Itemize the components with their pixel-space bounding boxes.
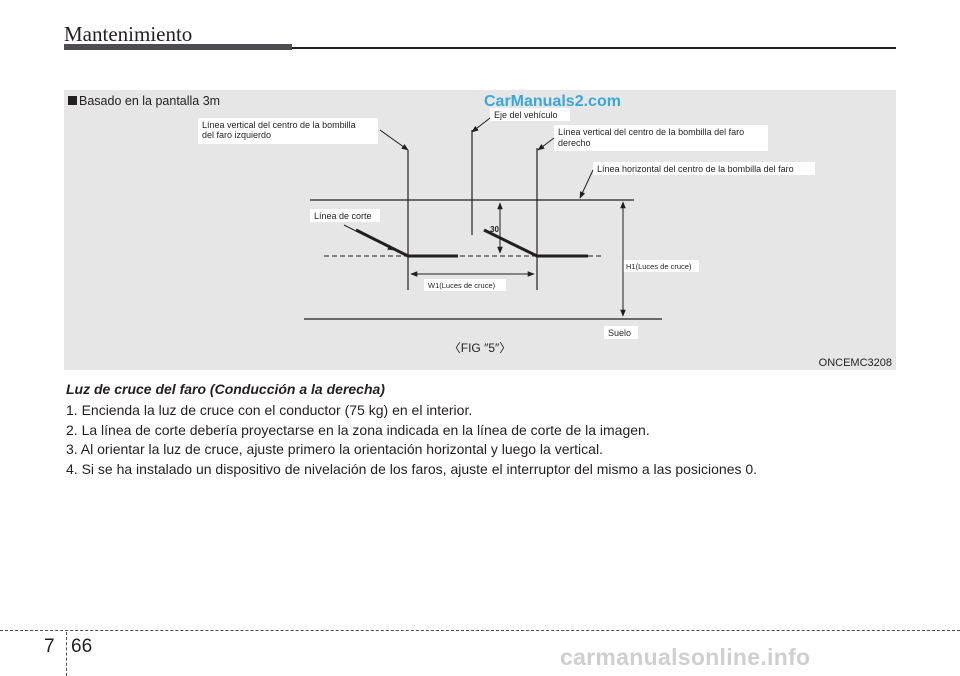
aiming-diagram: ■ Basado en la pantalla 3m CarManuals2.c… xyxy=(68,93,892,369)
leader-left-vertical xyxy=(379,129,409,151)
label-horizontal-center: Línea horizontal del centro de la bombil… xyxy=(597,164,794,174)
page-header-title: Mantenimiento xyxy=(64,22,193,46)
label-cutoff-line: Línea de corte xyxy=(314,211,372,221)
header-rule-thin xyxy=(292,47,896,49)
step-item: 4. Si se ha instalado un dispositivo de … xyxy=(66,460,758,477)
label-right-vertical-line2: derecho xyxy=(558,138,591,148)
label-box-horizontal xyxy=(593,162,815,175)
leader-horizontal xyxy=(579,169,594,199)
leader-vehicle-axis xyxy=(471,117,491,133)
label-right-vertical-line1: Línea vertical del centro de la bombilla… xyxy=(558,127,744,137)
step-item: 2. La línea de corte debería proyectarse… xyxy=(66,421,650,438)
figure-code: ONCEMC3208 xyxy=(819,357,892,369)
label-box-vehicle-axis xyxy=(490,108,570,121)
chapter-number: 7 xyxy=(44,636,55,657)
site-watermark: carmanualsonline.info xyxy=(560,644,811,670)
footer-vertical-divider xyxy=(66,632,67,676)
label-vehicle-axis: Eje del vehículo xyxy=(494,110,558,120)
section-title: Luz de cruce del faro (Conducción a la d… xyxy=(66,381,385,397)
step-item: 1. Encienda la luz de cruce con el condu… xyxy=(66,402,473,418)
note-square-icon xyxy=(68,96,77,105)
label-left-vertical-line1: Línea vertical del centro de la bombilla xyxy=(202,120,356,130)
label-box-right-vertical xyxy=(554,125,768,151)
label-box-cutoff xyxy=(310,209,380,222)
label-box-w1 xyxy=(424,279,506,291)
label-w1: W1(Luces de cruce) xyxy=(428,281,496,290)
label-box-h1 xyxy=(623,260,699,272)
figure-caption: 〈FIG ″5″〉 xyxy=(449,341,512,355)
page-number: 66 xyxy=(71,636,93,657)
label-left-vertical-line2: del faro izquierdo xyxy=(202,130,271,140)
label-ground: Suelo xyxy=(608,328,631,338)
label-angle: 30 xyxy=(490,225,499,234)
header-rule-thick xyxy=(64,44,292,50)
label-box-left-vertical xyxy=(198,118,378,144)
headlight-aiming-figure: ■ Basado en la pantalla 3m CarManuals2.c… xyxy=(64,90,896,370)
step-item: 3. Al orientar la luz de cruce, ajuste p… xyxy=(66,441,603,457)
label-box-ground xyxy=(604,326,638,339)
footer-divider xyxy=(0,630,960,631)
figure-note-text: ■ Basado en la pantalla 3m xyxy=(68,94,220,108)
instruction-steps: 1. Encienda la luz de cruce con el condu… xyxy=(66,401,757,479)
leader-right-vertical xyxy=(537,137,555,151)
carmanuals-watermark: CarManuals2.com xyxy=(484,93,621,110)
label-h1: H1(Luces de cruce) xyxy=(626,262,692,271)
cutoff-pattern-left xyxy=(355,228,458,258)
